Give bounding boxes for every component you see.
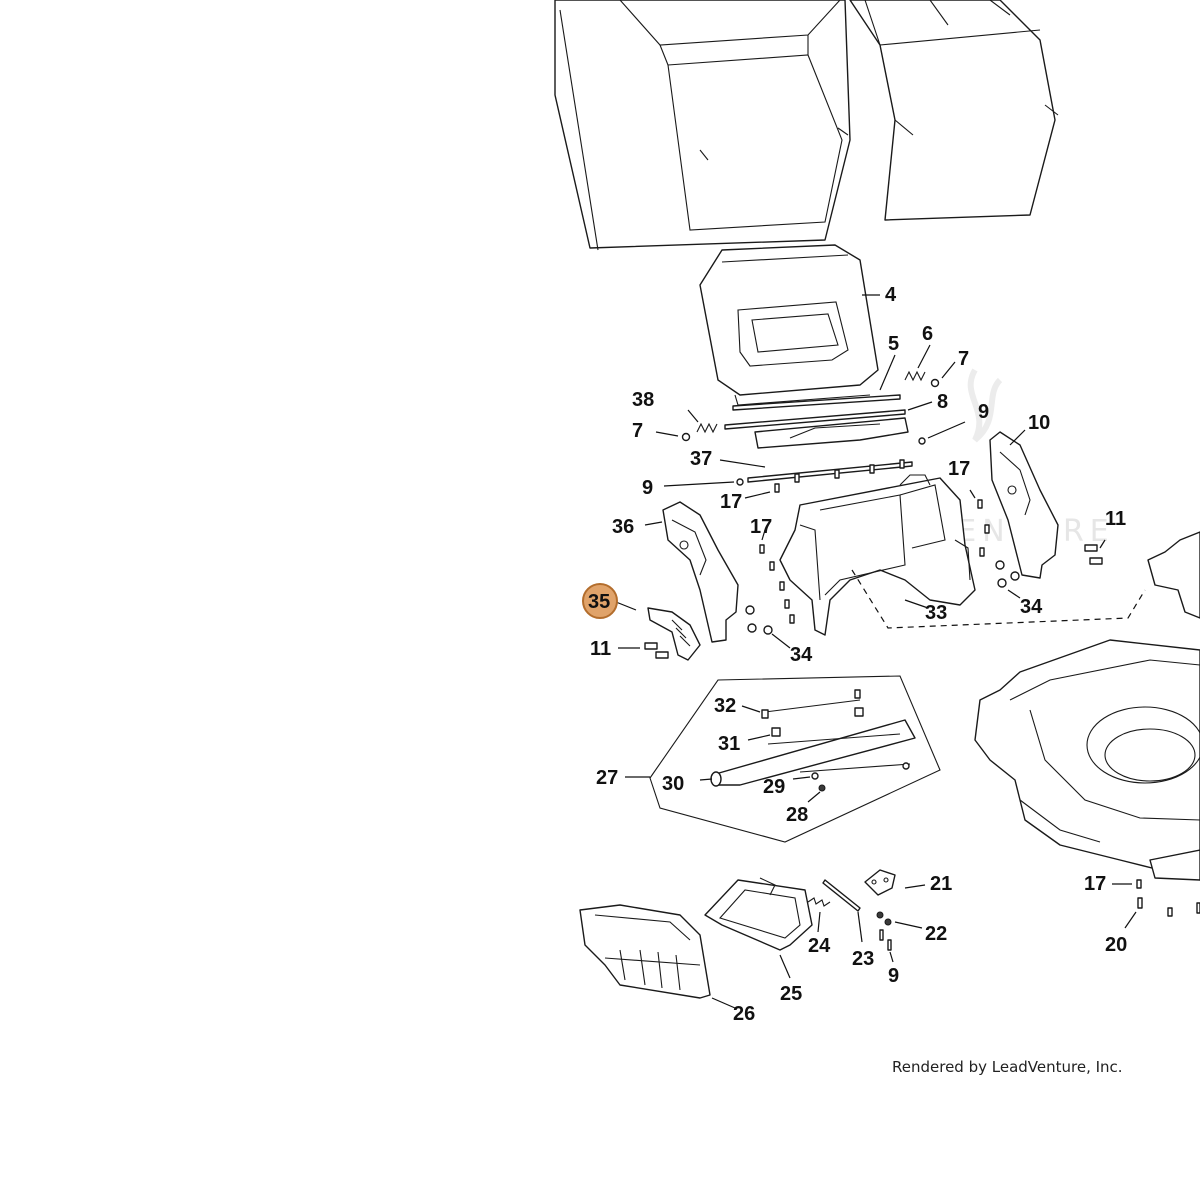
callout-10: 10 xyxy=(1028,412,1050,434)
callout-22: 22 xyxy=(925,923,947,945)
part-6-spring xyxy=(904,370,926,382)
part-36-side-plate xyxy=(662,501,739,643)
callout-17a: 17 xyxy=(948,458,970,480)
part-30-flap xyxy=(710,699,916,787)
part-4-bag-frame xyxy=(699,244,879,406)
callout-36: 36 xyxy=(612,516,634,538)
partial-bracket xyxy=(1147,531,1200,619)
callout-33: 33 xyxy=(925,602,947,624)
callout-20: 20 xyxy=(1105,934,1127,956)
part-11-bolts-right xyxy=(1084,544,1103,565)
part-23-rod xyxy=(822,879,861,912)
callout-7b: 7 xyxy=(632,420,643,442)
callout-6: 6 xyxy=(922,323,933,345)
part-20-bolts xyxy=(1136,879,1200,917)
callout-38: 38 xyxy=(632,389,654,411)
part-38-spring xyxy=(696,422,718,434)
part-33-chute-housing xyxy=(779,474,976,636)
grass-bag xyxy=(554,0,1059,251)
callout-32: 32 xyxy=(714,695,736,717)
callout-26: 26 xyxy=(733,1003,755,1025)
callout-17d: 17 xyxy=(1084,873,1106,895)
callout-9c: 9 xyxy=(888,965,899,987)
part-34-nuts xyxy=(745,560,1020,635)
callout-31: 31 xyxy=(718,733,740,755)
callout-5: 5 xyxy=(888,333,899,355)
callout-17b: 17 xyxy=(720,491,742,513)
callout-4: 4 xyxy=(885,284,897,306)
part-8-flap xyxy=(754,417,909,449)
callout-28: 28 xyxy=(786,804,808,826)
callout-35: 35 xyxy=(588,591,610,613)
part-26-mulch-plug xyxy=(579,904,711,999)
part-35-bracket xyxy=(647,607,701,661)
callout-21: 21 xyxy=(930,873,952,895)
callout-30: 30 xyxy=(662,773,684,795)
callout-23: 23 xyxy=(852,948,874,970)
part-7-nut xyxy=(930,378,940,388)
callout-25: 25 xyxy=(780,983,802,1005)
callout-7a: 7 xyxy=(958,348,969,370)
callout-34a: 34 xyxy=(790,644,813,666)
part-17-bolts-top xyxy=(774,459,983,509)
callout-17c: 17 xyxy=(750,516,772,538)
part-11-bolts-left xyxy=(644,642,669,659)
part-17-bolts-side xyxy=(759,524,990,624)
part-25-chute-door xyxy=(704,877,813,951)
callout-27: 27 xyxy=(596,767,618,789)
part-10-side-plate xyxy=(989,431,1059,579)
callout-29: 29 xyxy=(763,776,785,798)
part-24-spring xyxy=(807,897,831,907)
watermark-flame-icon xyxy=(967,368,1003,443)
callout-9b: 9 xyxy=(642,477,653,499)
callout-11b: 11 xyxy=(590,638,611,660)
callout-24: 24 xyxy=(808,935,831,957)
kit-27-outline xyxy=(649,675,941,843)
callout-8: 8 xyxy=(937,391,948,413)
credit-text: Rendered by LeadVenture, Inc. xyxy=(892,1058,1123,1076)
callout-34b: 34 xyxy=(1020,596,1043,618)
callout-11a: 11 xyxy=(1105,508,1126,530)
callout-35-highlight[interactable] xyxy=(582,583,618,619)
callout-37: 37 xyxy=(690,448,712,470)
mower-deck xyxy=(974,639,1200,881)
callout-9a: 9 xyxy=(978,401,989,423)
part-21-bracket xyxy=(864,869,896,896)
